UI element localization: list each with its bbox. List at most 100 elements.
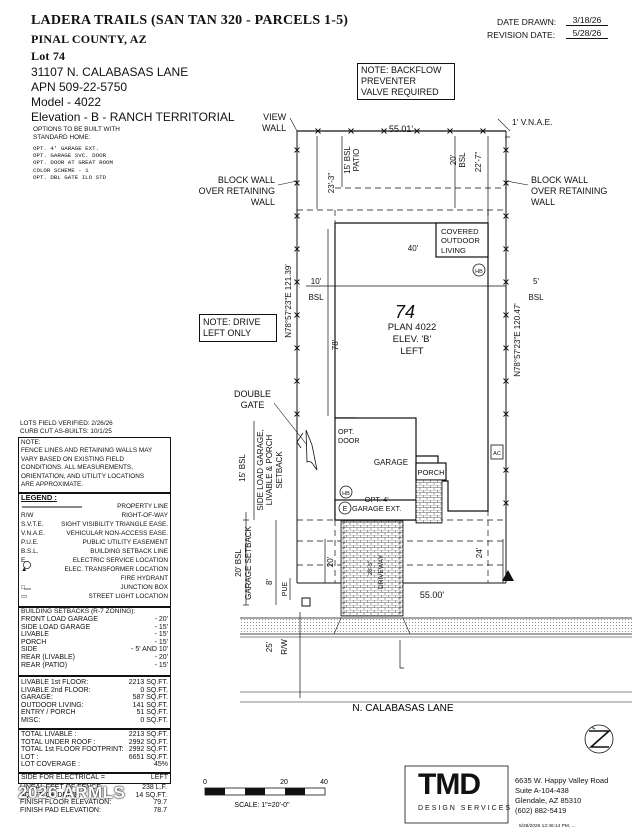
total-row-label: TOTAL 1st FLOOR FOOTPRINT: [21, 746, 124, 754]
total-row: TOTAL 1st FLOOR FOOTPRINT:2992 SQ.FT. [21, 746, 168, 754]
hose-bib-front [339, 485, 353, 499]
rear-20-bsl-label: 20' BSL [449, 152, 467, 168]
transformer-icon [502, 570, 514, 581]
lot-label-text: Lot [31, 49, 50, 63]
company-logo: TMD [418, 768, 481, 801]
total-row-label: TOTAL LIVABLE : [21, 731, 77, 738]
legend-description: SIGHT VISIBILITY TRIANGLE EASE. [61, 521, 168, 528]
total-row: TOTAL UNDER ROOF :2992 SQ.FT. [21, 739, 168, 747]
vnae-label: 1' V.N.A.E. [512, 117, 553, 127]
area-row: OUTDOOR LIVING:141 SQ.FT. [21, 702, 168, 710]
print-timestamp: 5/28/2026 12:46:14 PM, ... [519, 824, 576, 829]
legend-item: FIRE HYDRANT [21, 574, 168, 583]
bsl-left: BSL [308, 293, 324, 302]
side-load-setback-label: SIDE LOAD GARAGE, LIVABLE & PORCH SETBAC… [256, 429, 284, 511]
wall-marker [503, 312, 509, 318]
area-row-value: 51 SQ.FT. [136, 709, 168, 717]
covered-outdoor-living-outline [435, 222, 489, 258]
apn: APN 509-22-5750 [31, 80, 128, 94]
area-row: MISC:0 SQ.FT. [21, 717, 168, 725]
bottom-row-label: SQ. FT. OF DRIVE: [20, 791, 81, 799]
garage-label: GARAGE [374, 458, 408, 467]
hose-bib-rear [472, 263, 486, 277]
setbacks-list: FRONT LOAD GARAGE- 20'SIDE LOAD GARAGE- … [19, 616, 170, 669]
wall-marker [414, 128, 420, 134]
wall-marker [294, 213, 300, 219]
legend-title: LEGEND : [21, 493, 57, 502]
wall-marker [348, 128, 354, 134]
setback-row-label: SIDE [21, 646, 38, 654]
ac-unit [490, 444, 504, 460]
hand-label: LEFT [400, 346, 423, 357]
setbacks-title: BUILDING SETBACKS (R-7 ZONING): [21, 608, 136, 615]
legend-item: V.N.A.E.VEHICULAR NON-ACCESS EASE. [21, 529, 168, 538]
wall-marker [294, 279, 300, 285]
verified-note: LOTS FIELD VERIFIED: 2/26/26 CURB CUT AS… [20, 420, 113, 435]
company-address-line: Glendale, AZ 85310 [515, 796, 582, 805]
option-item: OPT. DBL GATE ILO STD [33, 173, 107, 181]
e-label: E [343, 506, 348, 513]
totals-box: TOTAL LIVABLE : 2213 SQ.FT.TOTAL UNDER RO… [18, 728, 171, 774]
rw-label: R/W [280, 639, 289, 655]
total-row-value: 6651 SQ.FT. [128, 753, 168, 761]
driveway-label: DRIVEWAY [378, 554, 385, 589]
setback-row: LIVABLE- 15' [21, 631, 168, 639]
wall-marker [381, 128, 387, 134]
option-item: OPT. DOOR AT GREAT ROOM [33, 159, 114, 167]
total-row-value: 2213 SQ.FT. [128, 731, 168, 738]
setback-row: REAR (PATIO)- 15' [21, 662, 168, 670]
legend-description: BUILDING SETBACK LINE [90, 548, 168, 555]
legend-item: B.S.L. BUILDING SETBACK LINE [21, 547, 168, 556]
hb-rear-label: HB [475, 269, 483, 275]
wall-marker [503, 345, 509, 351]
total-row: LOT :6651 SQ.FT. [21, 754, 168, 762]
street-name: N. CALABASAS LANE [352, 703, 453, 714]
wall-marker [503, 279, 509, 285]
legend-symbol: B.S.L. [21, 548, 39, 555]
driveway-width: 28'-5" [368, 561, 374, 575]
bottom-row-label: LINEAL FEET OF FENCE: [20, 784, 103, 791]
dimension-lines [243, 136, 506, 698]
lot-width-top: 55.01' [389, 124, 414, 134]
wall-marker [503, 500, 509, 506]
project-title: LADERA TRAILS (SAN TAN 320 - PARCELS 1-5… [31, 13, 349, 28]
date-drawn-value: 3/18/26 [566, 15, 608, 26]
bottom-row-label: FINISH PAD ELEVATION: [20, 806, 101, 814]
areas-box: LIVABLE 1st FLOOR:2213 SQ.FT.LIVABLE 2nd… [18, 676, 171, 730]
legend-item: PROPERTY LINE [21, 502, 168, 511]
lot-number: 74 [52, 49, 66, 63]
dim-23-3: 23'-3" [327, 173, 336, 194]
electrical-label: SIDE FOR ELECTRICAL = [21, 774, 105, 781]
opt-garage-ext-label: OPT. 4' GARAGE EXT. [352, 495, 402, 513]
area-row-label: MISC: [21, 716, 41, 724]
bottom-row: FINISH PAD ELEVATION:78.7 [20, 807, 167, 815]
bottom-row: FINISH FLOOR ELEVATION:79.7 [20, 799, 167, 807]
wall-marker [447, 128, 453, 134]
hb-front-label: HB [342, 491, 350, 497]
lot-label: Lot 74 [31, 49, 65, 64]
driveway-pavers [340, 520, 404, 617]
wall-marker [503, 246, 509, 252]
wall-marker [503, 378, 509, 384]
side-load-bsl: 15' BSL [238, 454, 247, 482]
totals-list: TOTAL LIVABLE : 2213 SQ.FT.TOTAL UNDER RO… [19, 729, 170, 769]
bottom-box: LINEAL FEET OF FENCE:238 L.F.SQ. FT. OF … [18, 782, 169, 820]
legend-symbol: R/W [21, 512, 34, 519]
area-row: GARAGE:587 SQ.FT. [21, 694, 168, 702]
address: 31107 N. CALABASAS LANE [31, 65, 189, 79]
total-row: LOT COVERAGE :45% [21, 761, 168, 769]
total-row: TOTAL LIVABLE : 2213 SQ.FT. [21, 731, 168, 739]
wall-marker [503, 411, 509, 417]
legend-description: PUBLIC UTILITY EASEMENT [82, 539, 168, 546]
legend-description: PROPERTY LINE [117, 503, 168, 510]
area-row-label: LIVABLE 1st FLOOR: [21, 679, 89, 686]
property-lines [296, 130, 510, 584]
view-wall-label: VIEW WALL [262, 112, 287, 133]
total-row-label: LOT COVERAGE : [21, 761, 80, 769]
dim-8: 8' [265, 579, 274, 585]
right-bearing: N78°57'23"E 120.47' [513, 303, 522, 377]
dim-25: 25' [265, 641, 274, 652]
